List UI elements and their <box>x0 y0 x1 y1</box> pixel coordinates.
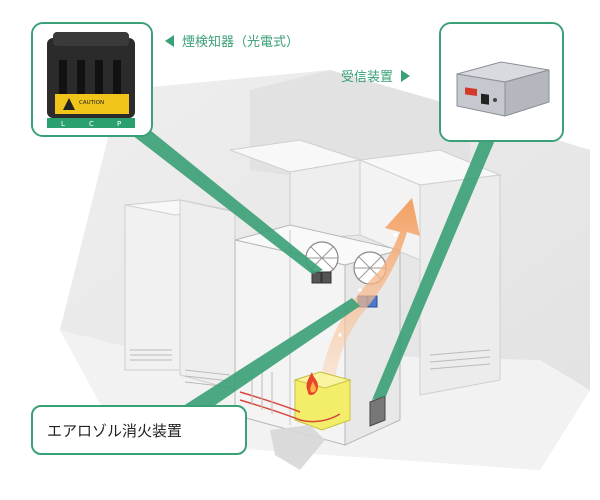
server-rack-left-2 <box>179 199 236 391</box>
receiver-label-text: 受信装置 <box>341 70 394 85</box>
triangle-right-icon <box>401 70 411 82</box>
detector-label-text: 煙検知器（光電式） <box>182 35 300 50</box>
receiver-label: 受信装置 <box>341 66 411 85</box>
receiver-photo-box <box>439 22 564 142</box>
triangle-left-icon <box>165 35 174 47</box>
callout-connector-detector <box>123 128 323 274</box>
detector-letter-p: P <box>117 120 121 128</box>
extinguisher-label-box: エアロゾル消火装置 <box>31 405 247 455</box>
callout-connector-receiver <box>372 140 495 400</box>
receiver-device-photo <box>441 24 562 140</box>
cable-tray <box>239 368 341 423</box>
fire-icon <box>306 372 318 395</box>
smoke-flow-arrow <box>320 198 420 380</box>
air-inlet-arrow <box>270 425 325 470</box>
receiver-unit <box>369 395 386 427</box>
smoke-detector-photo: CAUTION L C P <box>33 24 151 135</box>
extinguisher-label-text: エアロゾル消火装置 <box>47 421 183 440</box>
detector-label: 煙検知器（光電式） <box>165 31 299 50</box>
caution-text: CAUTION <box>79 100 104 106</box>
detector-letter-c: C <box>89 120 94 128</box>
callout-connector-extinguisher <box>180 298 360 412</box>
smoke-detector-unit-left <box>311 271 332 284</box>
detector-letter-l: L <box>61 120 65 128</box>
detector-photo-box: CAUTION L C P <box>31 22 153 137</box>
server-rack-back <box>229 139 502 396</box>
